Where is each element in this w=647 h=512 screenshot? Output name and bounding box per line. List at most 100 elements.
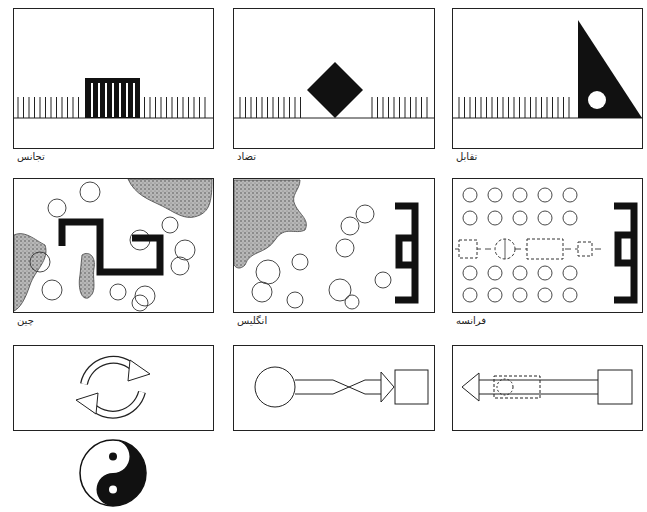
drawing-part (399, 97, 400, 118)
drawing-part (488, 211, 502, 225)
drawing-part (51, 97, 52, 118)
drawing-part (365, 394, 381, 395)
drawing-part (497, 97, 498, 118)
drawing-part (23, 97, 24, 118)
drawing-part (333, 380, 365, 394)
drawing-part (530, 97, 531, 118)
drawing-part (42, 280, 62, 300)
drawing-part (73, 97, 74, 118)
drawing-part (495, 239, 515, 259)
drawing-part (508, 97, 509, 118)
drawing-part (488, 266, 502, 280)
drawing-part (514, 97, 515, 118)
drawing-part (172, 97, 173, 118)
drawing-part (45, 97, 46, 118)
drawing-part (30, 252, 50, 272)
drawing-part (488, 288, 502, 302)
drawing-part (578, 242, 592, 256)
drawing-part (513, 288, 527, 302)
drawing-part (256, 260, 280, 284)
drawing-part (188, 97, 189, 118)
drawing-part (109, 486, 117, 494)
drawing-part (503, 97, 504, 118)
crossing-arrows (255, 367, 428, 407)
drawing-part (492, 97, 493, 118)
drawing-part (614, 206, 634, 300)
drawing-part (479, 380, 598, 381)
drawing-part (558, 97, 559, 118)
drawing-part (92, 83, 134, 117)
drawing-part (563, 288, 577, 302)
contrast-scene (233, 62, 434, 118)
drawing-part (234, 346, 435, 431)
drawing-part (481, 97, 482, 118)
drawing-part (618, 235, 634, 263)
drawing-part (588, 91, 606, 109)
drawing-part (416, 97, 417, 118)
drawing-part (462, 373, 479, 401)
drawing-part (267, 97, 268, 118)
drawing-part (375, 272, 391, 288)
drawing-part (262, 97, 263, 118)
drawing-part (410, 97, 411, 118)
drawing-part (470, 97, 471, 118)
drawing-part (112, 83, 114, 117)
drawing-part (233, 117, 434, 118)
drawing-part (486, 97, 487, 118)
drawing-part (459, 97, 460, 118)
drawing-part (563, 97, 564, 118)
drawing-part (463, 211, 477, 225)
drawing-part (519, 97, 520, 118)
axis-arrow (462, 370, 632, 404)
drawing-part (463, 188, 477, 202)
drawing-part (527, 239, 563, 259)
drawing-part (252, 205, 391, 309)
drawing-part (453, 346, 643, 431)
drawing-part (183, 97, 184, 118)
drawing-part (563, 266, 577, 280)
drawing-part (278, 97, 279, 118)
drawing-part (177, 97, 178, 118)
drawing-part (538, 188, 552, 202)
panel-caption: انگلیس (236, 315, 268, 327)
drawing-part (292, 254, 308, 270)
drawing-part (162, 217, 178, 233)
panel-caption: تضاد (236, 151, 257, 163)
panel-caption: چین (16, 315, 35, 327)
drawing-part (289, 97, 290, 118)
drawing-part (536, 97, 537, 118)
drawing-part (295, 380, 333, 381)
drawing-part (133, 83, 135, 117)
drawing-part (251, 97, 252, 118)
drawing-part (381, 372, 394, 402)
drawing-part (563, 188, 577, 202)
drawing-part (40, 97, 41, 118)
drawing-part (79, 253, 94, 298)
drawing-part (405, 97, 406, 118)
drawing-part (161, 97, 162, 118)
drawing-part (150, 97, 151, 118)
drawing-part (329, 279, 351, 301)
drawing-part (552, 97, 553, 118)
drawing-part (78, 97, 79, 118)
drawing-part (126, 83, 128, 117)
drawing-part (513, 188, 527, 202)
drawing-part (525, 97, 526, 118)
drawing-part (199, 97, 200, 118)
drawing-part (505, 239, 506, 259)
drawing-part (155, 97, 156, 118)
drawing-part (497, 379, 513, 395)
drawing-part (284, 97, 285, 118)
drawing-part (578, 20, 642, 118)
drawing-part (29, 97, 30, 118)
drawing-part (463, 288, 477, 302)
drawing-part (295, 97, 296, 118)
opposition-scene (452, 20, 643, 118)
drawing-part (166, 97, 167, 118)
drawing-part (475, 97, 476, 118)
drawing-part (356, 205, 374, 223)
drawing-part (538, 211, 552, 225)
drawing-part (463, 266, 477, 280)
drawing-part (80, 440, 146, 506)
drawing-part (67, 97, 68, 118)
